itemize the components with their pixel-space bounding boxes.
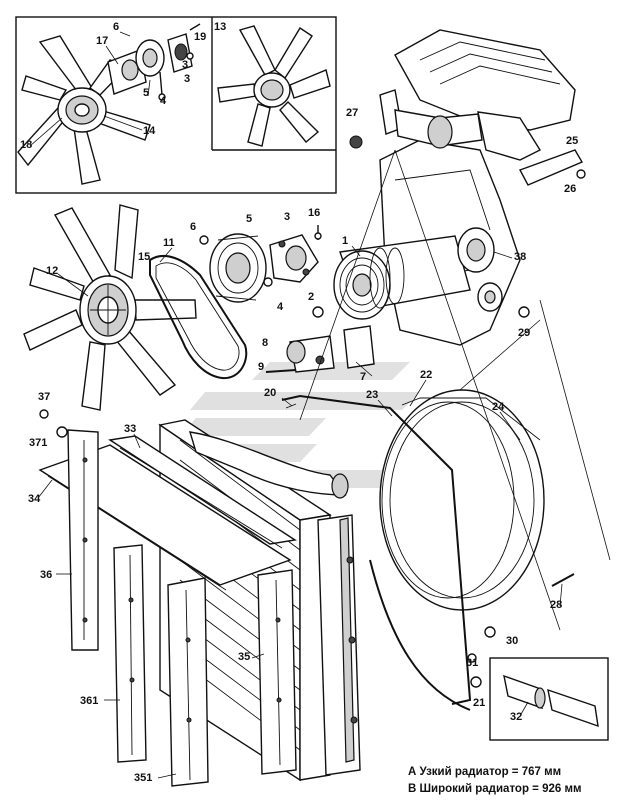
radiator-hose — [189, 431, 349, 499]
callout-17: 17 — [96, 35, 108, 47]
main-fan — [23, 204, 197, 411]
callout-9: 9 — [258, 361, 264, 373]
callout-21: 21 — [473, 697, 485, 709]
callout-labels: 6 17 19 3 3 5 4 14 18 13 27 25 26 6 5 3 … — [20, 21, 578, 784]
inset-hub-parts — [107, 23, 201, 101]
leader-lines — [299, 149, 611, 631]
callout-3b: 3 — [184, 73, 190, 85]
inset-fan-right — [217, 25, 331, 147]
callout-371: 371 — [29, 437, 47, 449]
callout-361: 361 — [80, 695, 98, 707]
callout-15: 15 — [138, 251, 150, 263]
callout-31: 31 — [466, 657, 478, 669]
fan-bearing-bracket — [269, 225, 322, 283]
note-narrow-radiator: А Узкий радиатор = 767 мм — [408, 766, 562, 778]
callout-29: 29 — [518, 327, 530, 339]
callout-19: 19 — [194, 31, 206, 43]
crank-pulley — [333, 235, 471, 320]
callout-1: 1 — [342, 235, 348, 247]
callout-33: 33 — [124, 423, 136, 435]
callout-30: 30 — [506, 635, 518, 647]
callout-27: 27 — [346, 107, 358, 119]
callout-35: 35 — [238, 651, 250, 663]
callout-36: 36 — [40, 569, 52, 581]
callout-16: 16 — [308, 207, 320, 219]
callout-14: 14 — [143, 125, 156, 137]
callout-2: 2 — [308, 291, 314, 303]
side-deflector-361 — [113, 544, 147, 763]
callout-28: 28 — [550, 599, 562, 611]
inset-fan-left — [17, 35, 151, 185]
callout-25: 25 — [566, 135, 578, 147]
callout-20: 20 — [264, 387, 276, 399]
top-cross-member — [108, 435, 297, 549]
radiator-notes: А Узкий радиатор = 767 мм В Широкий ради… — [408, 764, 613, 798]
callout-7: 7 — [360, 371, 366, 383]
callout-34: 34 — [28, 493, 41, 505]
callout-3c: 3 — [284, 211, 290, 223]
callout-11: 11 — [163, 237, 175, 249]
callout-5b: 5 — [246, 213, 252, 225]
side-deflector-36 — [67, 429, 99, 651]
side-deflector-35 — [257, 569, 297, 775]
callout-3a: 3 — [182, 59, 188, 71]
callout-38: 38 — [514, 251, 526, 263]
callout-6b: 6 — [190, 221, 196, 233]
callout-22: 22 — [420, 369, 432, 381]
callout-32: 32 — [510, 711, 522, 723]
shroud-seal — [281, 394, 472, 711]
fasteners — [39, 235, 575, 688]
belt-tensioner — [265, 325, 375, 373]
callout-351: 351 — [134, 772, 152, 784]
callout-8: 8 — [262, 337, 268, 349]
drive-belt — [149, 255, 248, 380]
callout-26: 26 — [564, 183, 576, 195]
callout-4b: 4 — [277, 301, 284, 313]
callout-12: 12 — [46, 265, 58, 277]
callout-37: 37 — [38, 391, 50, 403]
callout-13: 13 — [214, 21, 226, 33]
inset-seal-box — [489, 657, 609, 741]
callout-24: 24 — [492, 401, 505, 413]
pulley-small — [209, 233, 267, 303]
radiator-side-tank — [317, 514, 361, 776]
callout-23: 23 — [366, 389, 378, 401]
callout-6a: 6 — [113, 21, 119, 33]
inset-detail-box — [15, 16, 337, 194]
note-wide-radiator: В Широкий радиатор = 926 мм — [408, 783, 582, 795]
callout-5a: 5 — [143, 87, 149, 99]
callout-18: 18 — [20, 139, 32, 151]
coolant-pipe — [349, 89, 586, 186]
label-leaders — [29, 31, 563, 779]
water-pump — [457, 227, 503, 312]
side-deflector-351 — [167, 577, 209, 787]
callout-4a: 4 — [160, 95, 167, 107]
